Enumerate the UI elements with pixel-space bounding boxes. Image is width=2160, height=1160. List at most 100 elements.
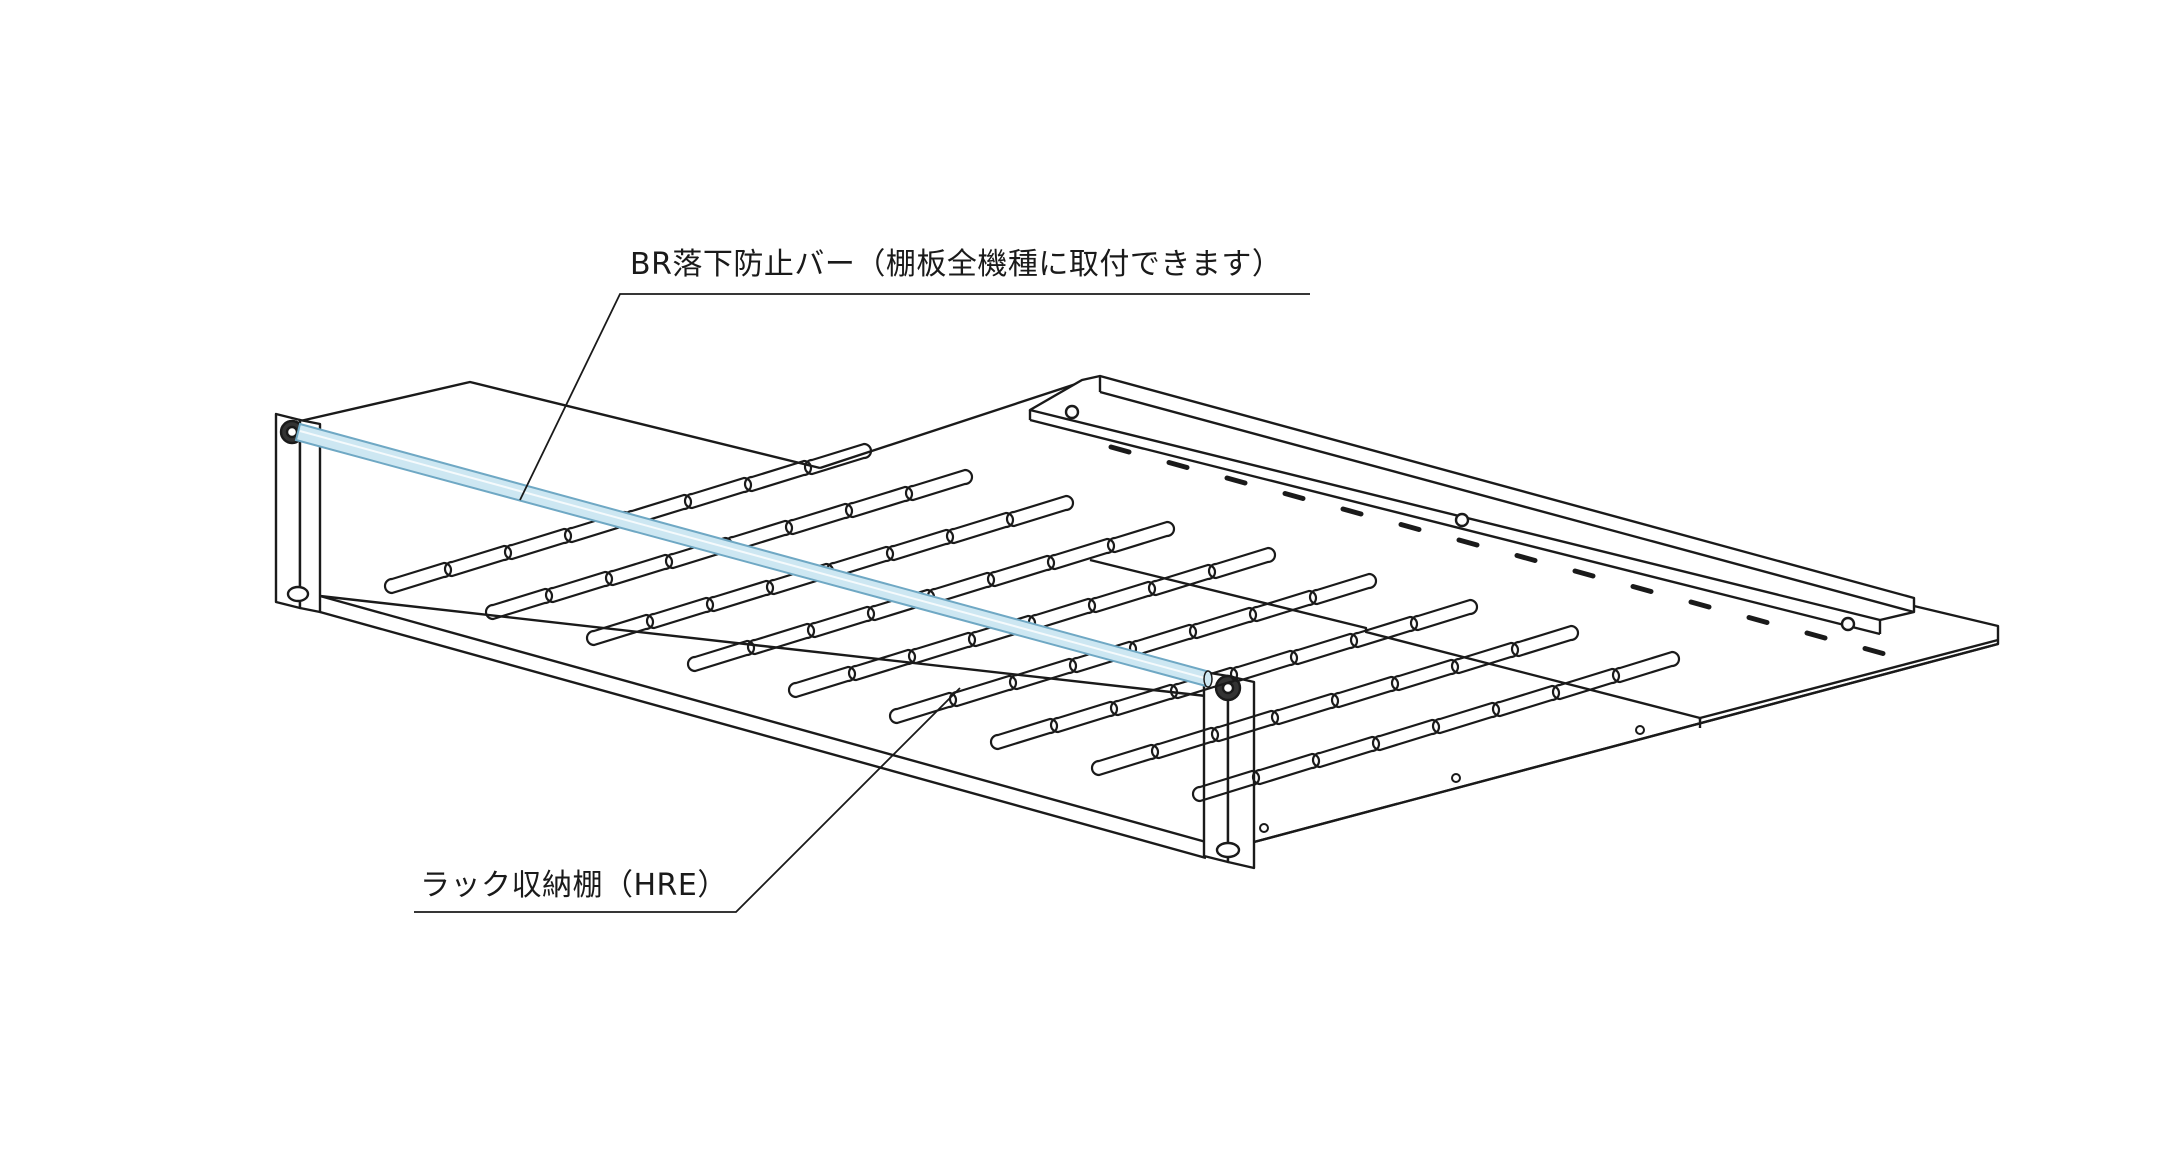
vent-slot [1150,726,1220,760]
bracket-base-hole [1572,568,1596,579]
bracket-base-hole [1804,630,1828,641]
vent-slot [1005,494,1075,528]
vent-slot [1308,572,1378,606]
bracket-hole-mid [1454,512,1470,528]
vent-slot [645,596,715,630]
vent-slot [1611,650,1681,684]
bracket-base-hole [1688,599,1712,610]
vent-slot [1210,709,1280,743]
bracket-base-hole [1166,460,1190,470]
bar-callout-label: BR落下防止バー（棚板全機種に取付できます） [630,247,1283,282]
rear-bracket-top [1028,374,1916,622]
vent-slot [683,476,753,510]
vent-slot [544,570,614,604]
front-ear-right [1202,670,1256,870]
vent-slot [484,587,554,621]
side-screw [1259,823,1269,833]
vent-slot [1551,667,1621,701]
shelf-callout-label: ラック収納棚（HRE） [420,868,728,903]
vent-slot [907,631,977,665]
vent-slot [686,639,756,673]
vent-slot [885,528,955,562]
vent-slot [784,502,854,536]
vent-slot [986,554,1056,588]
bracket-base-hole [1108,444,1132,455]
vent-slot [1349,615,1419,649]
vent-slot [443,544,513,578]
vent-slot [1390,658,1460,692]
bracket-base-hole [1456,537,1480,548]
bracket-base-hole [1340,506,1364,517]
vent-slot [1147,563,1217,597]
vent-slot [1188,606,1258,640]
leader-line-bar [519,293,1310,501]
vent-slot [806,605,876,639]
vent-slot [1311,735,1381,769]
side-screw [1635,725,1645,735]
shelf-back-flange-left [295,380,821,470]
vent-slot [1106,520,1176,554]
vent-slot [1450,641,1520,675]
vent-slot [1109,683,1179,717]
shelf-outline [280,380,2000,860]
vent-slot [604,553,674,587]
vent-slot [904,468,974,502]
vent-slot [1371,718,1441,752]
bracket-base-hole [1282,491,1306,501]
vent-slot [1049,700,1119,734]
vent-slot [1027,597,1097,631]
shelf-bottom-right-edge [1253,642,1999,844]
bracket-base-hole [1630,584,1654,594]
leader-line-shelf [414,687,961,913]
vent-slot [1128,623,1198,657]
bracket-base-hole [1224,475,1248,486]
vent-slot [844,485,914,519]
vent-slot [585,613,655,647]
vent-slot [948,674,1018,708]
vent-slot [825,545,895,579]
bar-highlight [299,430,1209,680]
vent-slot [1270,692,1340,726]
shelf-front-lip [319,594,1207,698]
vent-slot [1207,546,1277,580]
vent-slot [1510,624,1580,658]
shelf-inner-floor-edge [319,594,1207,844]
vent-slot [1251,752,1321,786]
side-screw [1451,773,1461,783]
shelf-deck-right-edge [1253,604,2000,844]
vent-slot [1090,743,1160,777]
vent-slot [847,648,917,682]
vent-slot [1169,666,1239,700]
shelf-front-lip-lower [319,610,1207,860]
vent-slot [503,527,573,561]
shelf-deck-side [1699,638,1999,720]
vent-slot [1289,632,1359,666]
vent-slot [1431,701,1501,735]
bracket-base-hole [1746,615,1770,625]
vent-slot [1191,769,1261,803]
vent-slot [743,459,813,493]
bracket-hole-left [1064,404,1080,420]
vent-slot-grid [383,442,1886,803]
ear-left-slot [286,585,310,603]
bracket-hole-right [1840,616,1856,632]
vent-slot [705,579,775,613]
vent-slot [1330,675,1400,709]
vent-slot [1008,657,1078,691]
vent-slot [746,622,816,656]
bracket-base-hole [1862,646,1886,656]
leader-lines [414,293,1310,913]
ear-right-slot [1215,841,1241,859]
vent-slot [787,665,857,699]
vent-slot [1248,589,1318,623]
rear-bracket [1028,374,1916,636]
bar-end-cap-right [1203,670,1213,688]
shelf-top-plate [280,382,1090,568]
vent-slot [945,511,1015,545]
bracket-base-hole [1398,522,1422,532]
bracket-base-hole [1514,553,1538,563]
vent-slot [383,561,453,595]
shelf-platform-edge [819,380,1084,470]
bar-bolt-left-inner [285,425,299,439]
